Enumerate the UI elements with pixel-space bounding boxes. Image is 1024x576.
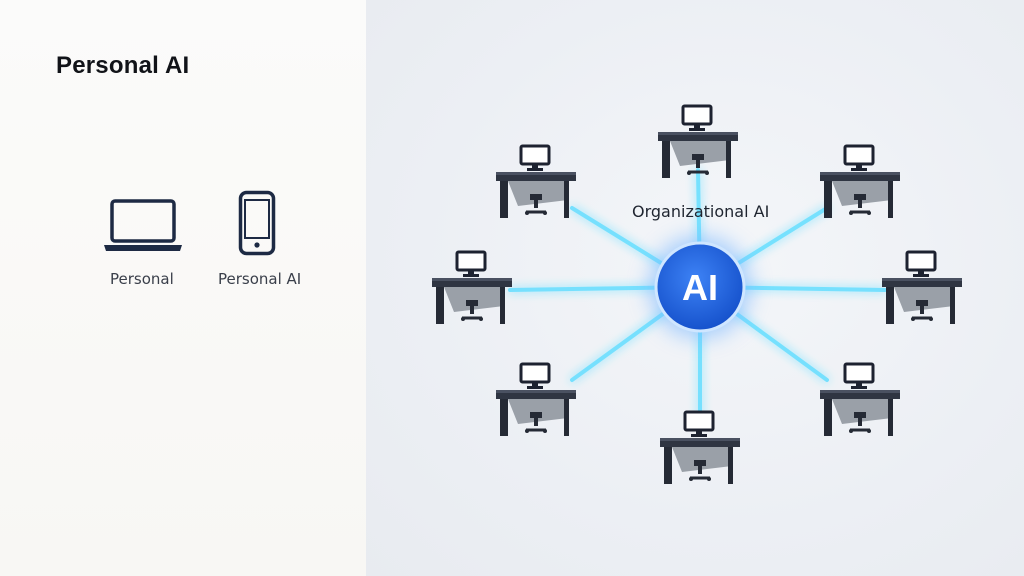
ai-hub-label: AI xyxy=(682,267,718,308)
workstation-desk-icon xyxy=(494,362,578,438)
page-title: Personal AI xyxy=(56,52,190,79)
workstation-desk-icon xyxy=(818,362,902,438)
organizational-ai-label: Organizational AI xyxy=(632,202,770,221)
personal-ai-panel xyxy=(0,0,366,576)
device-label-personal-ai: Personal AI xyxy=(218,270,302,288)
workstation-desk-icon xyxy=(658,410,742,486)
workstation-desk-icon xyxy=(430,250,514,326)
workstation-desk-icon xyxy=(494,144,578,220)
laptop-icon xyxy=(104,199,182,251)
workstation-desk-icon xyxy=(880,250,964,326)
workstation-desk-icon xyxy=(818,144,902,220)
workstation-desk-icon xyxy=(656,104,740,180)
smartphone-icon xyxy=(238,190,276,256)
device-label-personal: Personal xyxy=(110,270,174,288)
ai-hub: AI xyxy=(648,235,752,339)
